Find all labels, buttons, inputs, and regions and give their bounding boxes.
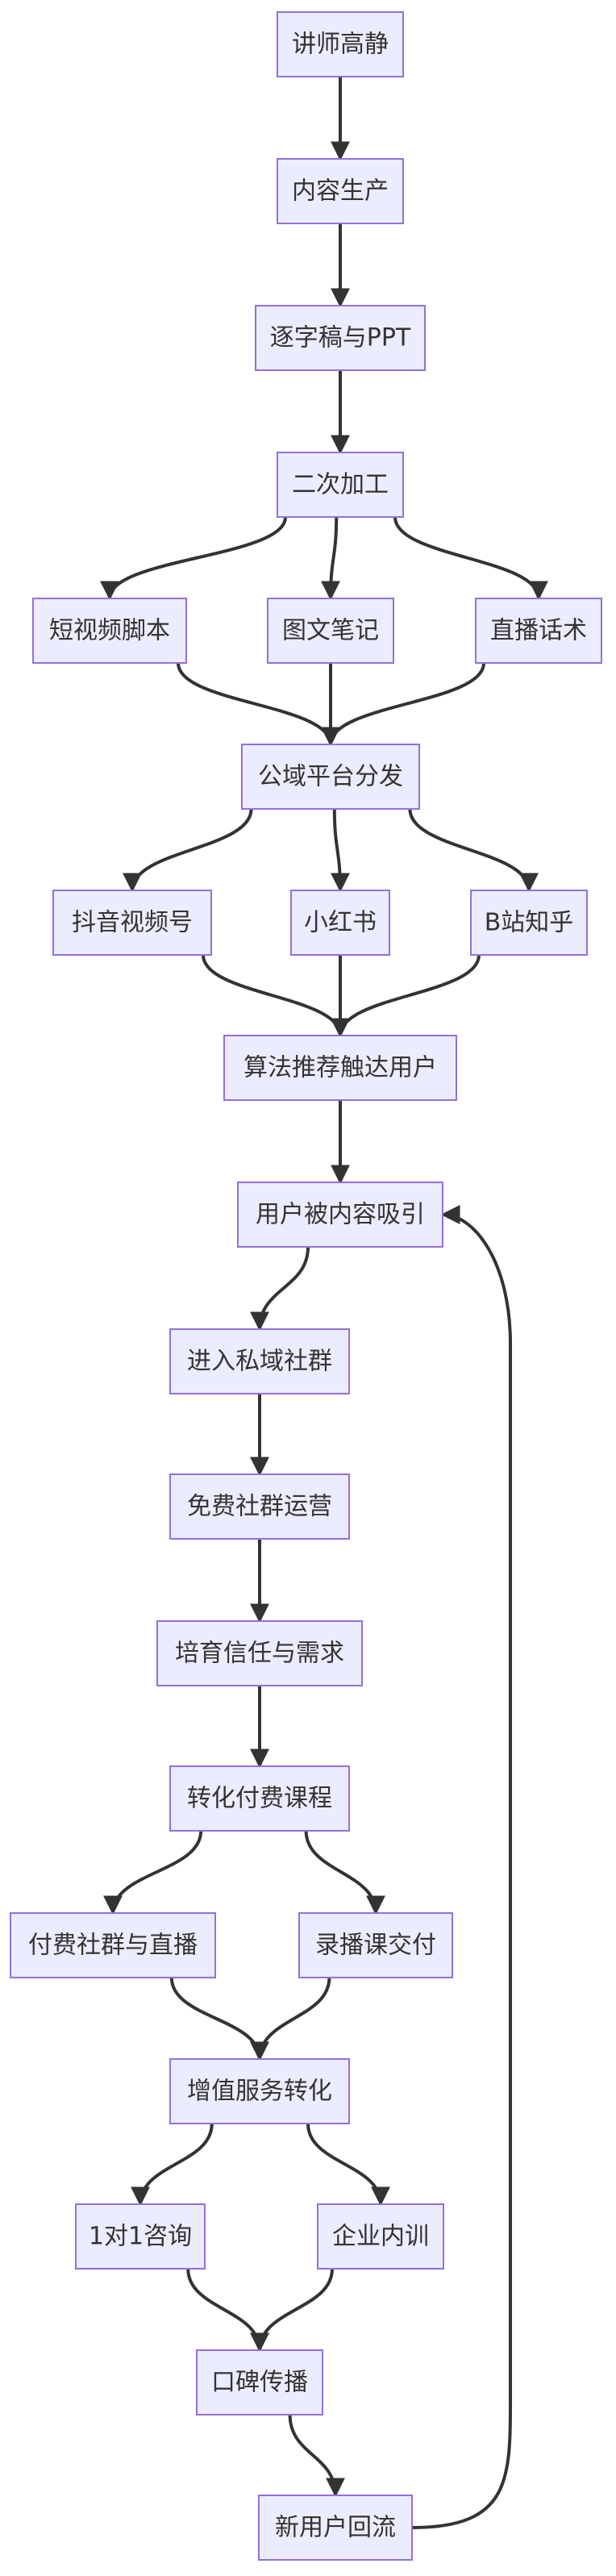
node-box [298, 1912, 453, 1978]
node-label: 口碑传播 [211, 2369, 308, 2397]
node-box [10, 1912, 216, 1978]
node-xiaohongshu: 小红书 [290, 890, 390, 956]
edge-short-video-script-to-public-distribution [177, 662, 340, 747]
node-label: 抖音视频号 [72, 909, 193, 937]
edge-douyin-channels-to-algorithm-reach [202, 954, 350, 1038]
edge-convert-paid-course-to-paid-community-live [103, 1830, 203, 1915]
node-box [169, 2058, 350, 2124]
edge-live-script-to-public-distribution [321, 662, 485, 747]
edge-secondary-processing-to-short-video-script [100, 516, 287, 601]
node-label: 逐字稿与PPT [270, 324, 411, 352]
node-label: 公域平台分发 [258, 763, 403, 791]
node-label: 直播话术 [490, 617, 587, 645]
node-label: 内容生产 [292, 177, 389, 206]
node-box [169, 1328, 350, 1394]
node-box [52, 890, 212, 956]
node-public-distribution: 公域平台分发 [241, 744, 420, 810]
node-corporate-training: 企业内训 [317, 2203, 444, 2270]
edge-value-added-conversion-to-one-on-one-consult [131, 2123, 214, 2207]
node-cultivate-trust: 培育信任与需求 [156, 1620, 363, 1686]
edge-new-user-return-to-user-attracted [411, 1205, 512, 2529]
node-word-of-mouth: 口碑传播 [196, 2349, 323, 2416]
node-box [317, 2203, 444, 2270]
node-label: 增值服务转化 [187, 2078, 332, 2106]
node-user-attracted: 用户被内容吸引 [237, 1182, 443, 1248]
node-label: 1对1咨询 [89, 2223, 192, 2251]
node-image-text-notes: 图文笔记 [267, 598, 394, 664]
edge-one-on-one-consult-to-word-of-mouth [186, 2268, 269, 2353]
node-box [156, 1620, 363, 1686]
edge-value-added-conversion-to-corporate-training [306, 2123, 390, 2207]
node-content-production: 内容生产 [277, 158, 404, 224]
node-box [196, 2349, 323, 2416]
edge-secondary-processing-to-live-script [393, 516, 548, 601]
node-label: 转化付费课程 [187, 1785, 332, 1813]
node-douyin-channels: 抖音视频号 [52, 890, 212, 956]
node-box [223, 1035, 457, 1101]
node-box [32, 598, 187, 664]
node-box [237, 1182, 443, 1248]
node-label: 讲师高静 [292, 31, 389, 59]
node-label: 新用户回流 [275, 2514, 396, 2542]
node-box [258, 2495, 413, 2561]
node-box [470, 890, 588, 956]
node-box [267, 598, 394, 664]
node-box [475, 598, 602, 664]
node-label: 进入私域社群 [187, 1348, 332, 1376]
node-lecturer: 讲师高静 [277, 11, 404, 77]
edge-paid-community-live-to-value-added-conversion [169, 1977, 269, 2061]
node-label: 录播课交付 [315, 1932, 436, 1960]
node-label: 算法推荐触达用户 [243, 1054, 437, 1082]
node-live-script: 直播话术 [475, 598, 602, 664]
node-label: 二次加工 [292, 471, 389, 499]
edges [100, 77, 548, 2529]
edge-public-distribution-to-xiaohongshu [330, 808, 350, 893]
node-transcript-ppt: 逐字稿与PPT [255, 305, 426, 371]
node-one-on-one-consult: 1对1咨询 [75, 2203, 206, 2270]
node-label: 付费社群与直播 [28, 1932, 198, 1960]
node-label: 短视频脚本 [49, 617, 170, 645]
node-recorded-course-delivery: 录播课交付 [298, 1912, 453, 1978]
node-convert-paid-course: 转化付费课程 [169, 1765, 350, 1832]
node-box [277, 452, 404, 518]
edge-user-attracted-to-join-private-community [250, 1246, 310, 1332]
node-free-community-ops: 免费社群运营 [169, 1473, 350, 1540]
node-bilibili-zhihu: B站知乎 [470, 890, 588, 956]
edge-convert-paid-course-to-recorded-course-delivery [304, 1830, 385, 1915]
node-box [169, 1473, 350, 1540]
node-label: 用户被内容吸引 [256, 1201, 425, 1229]
node-label: 图文笔记 [282, 617, 379, 645]
node-label: 企业内训 [332, 2223, 429, 2251]
node-box [277, 11, 404, 77]
node-box [75, 2203, 206, 2270]
node-box [277, 158, 404, 224]
edge-public-distribution-to-bilibili-zhihu [408, 808, 539, 893]
edge-public-distribution-to-douyin-channels [123, 808, 253, 893]
node-new-user-return: 新用户回流 [258, 2495, 413, 2561]
node-box [255, 305, 426, 371]
node-label: 免费社群运营 [187, 1493, 332, 1521]
edge-corporate-training-to-word-of-mouth [250, 2268, 334, 2353]
node-join-private-community: 进入私域社群 [169, 1328, 350, 1394]
node-secondary-processing: 二次加工 [277, 452, 404, 518]
node-label: B站知乎 [485, 909, 574, 937]
edge-secondary-processing-to-image-text-notes [321, 516, 341, 601]
node-paid-community-live: 付费社群与直播 [10, 1912, 216, 1978]
node-short-video-script: 短视频脚本 [32, 598, 187, 664]
edge-word-of-mouth-to-new-user-return [288, 2414, 345, 2498]
edge-recorded-course-delivery-to-value-added-conversion [250, 1977, 331, 2061]
node-algorithm-reach: 算法推荐触达用户 [223, 1035, 457, 1101]
edge-bilibili-zhihu-to-algorithm-reach [331, 954, 481, 1038]
node-box [169, 1765, 350, 1832]
node-label: 小红书 [304, 909, 377, 937]
node-value-added-conversion: 增值服务转化 [169, 2058, 350, 2124]
node-box [241, 744, 420, 810]
node-box [290, 890, 390, 956]
node-label: 培育信任与需求 [175, 1640, 344, 1668]
